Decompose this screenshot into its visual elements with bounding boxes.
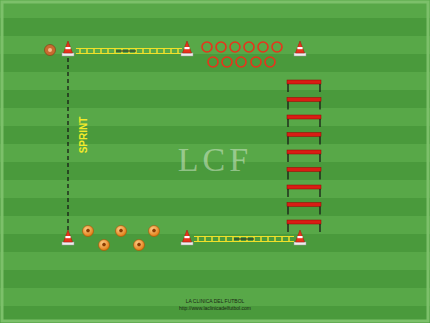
hurdle — [287, 115, 321, 127]
hurdle — [287, 185, 321, 197]
ring — [202, 42, 212, 52]
hurdle — [287, 220, 321, 232]
ball — [83, 226, 94, 237]
player-start — [45, 45, 56, 56]
cone — [62, 41, 74, 56]
credit-url: http://www.laclinicadelfutbol.com — [179, 306, 251, 311]
ring — [251, 57, 261, 67]
sprint-path — [67, 58, 68, 230]
cone — [294, 230, 306, 245]
ball — [149, 226, 160, 237]
drill-label: SPRINT — [79, 117, 89, 154]
ring — [230, 42, 240, 52]
hurdle — [287, 168, 321, 180]
watermark: LCF — [178, 143, 252, 177]
ring — [222, 57, 232, 67]
hurdle — [287, 133, 321, 145]
ball — [116, 226, 127, 237]
ball — [134, 240, 145, 251]
hurdle — [287, 203, 321, 215]
credit-text: LA CLINICA DEL FUTBOL — [186, 299, 245, 304]
ring — [208, 57, 218, 67]
cone — [181, 41, 193, 56]
cone — [62, 230, 74, 245]
ring — [272, 42, 282, 52]
agility-ladder — [194, 236, 294, 242]
ring — [244, 42, 254, 52]
ring — [265, 57, 275, 67]
ring — [216, 42, 226, 52]
ring — [258, 42, 268, 52]
cone — [294, 41, 306, 56]
hurdle — [287, 80, 321, 92]
ring — [236, 57, 246, 67]
hurdle — [287, 150, 321, 162]
ball — [99, 240, 110, 251]
hurdle — [287, 98, 321, 110]
cone — [181, 230, 193, 245]
agility-ladder — [76, 48, 182, 54]
